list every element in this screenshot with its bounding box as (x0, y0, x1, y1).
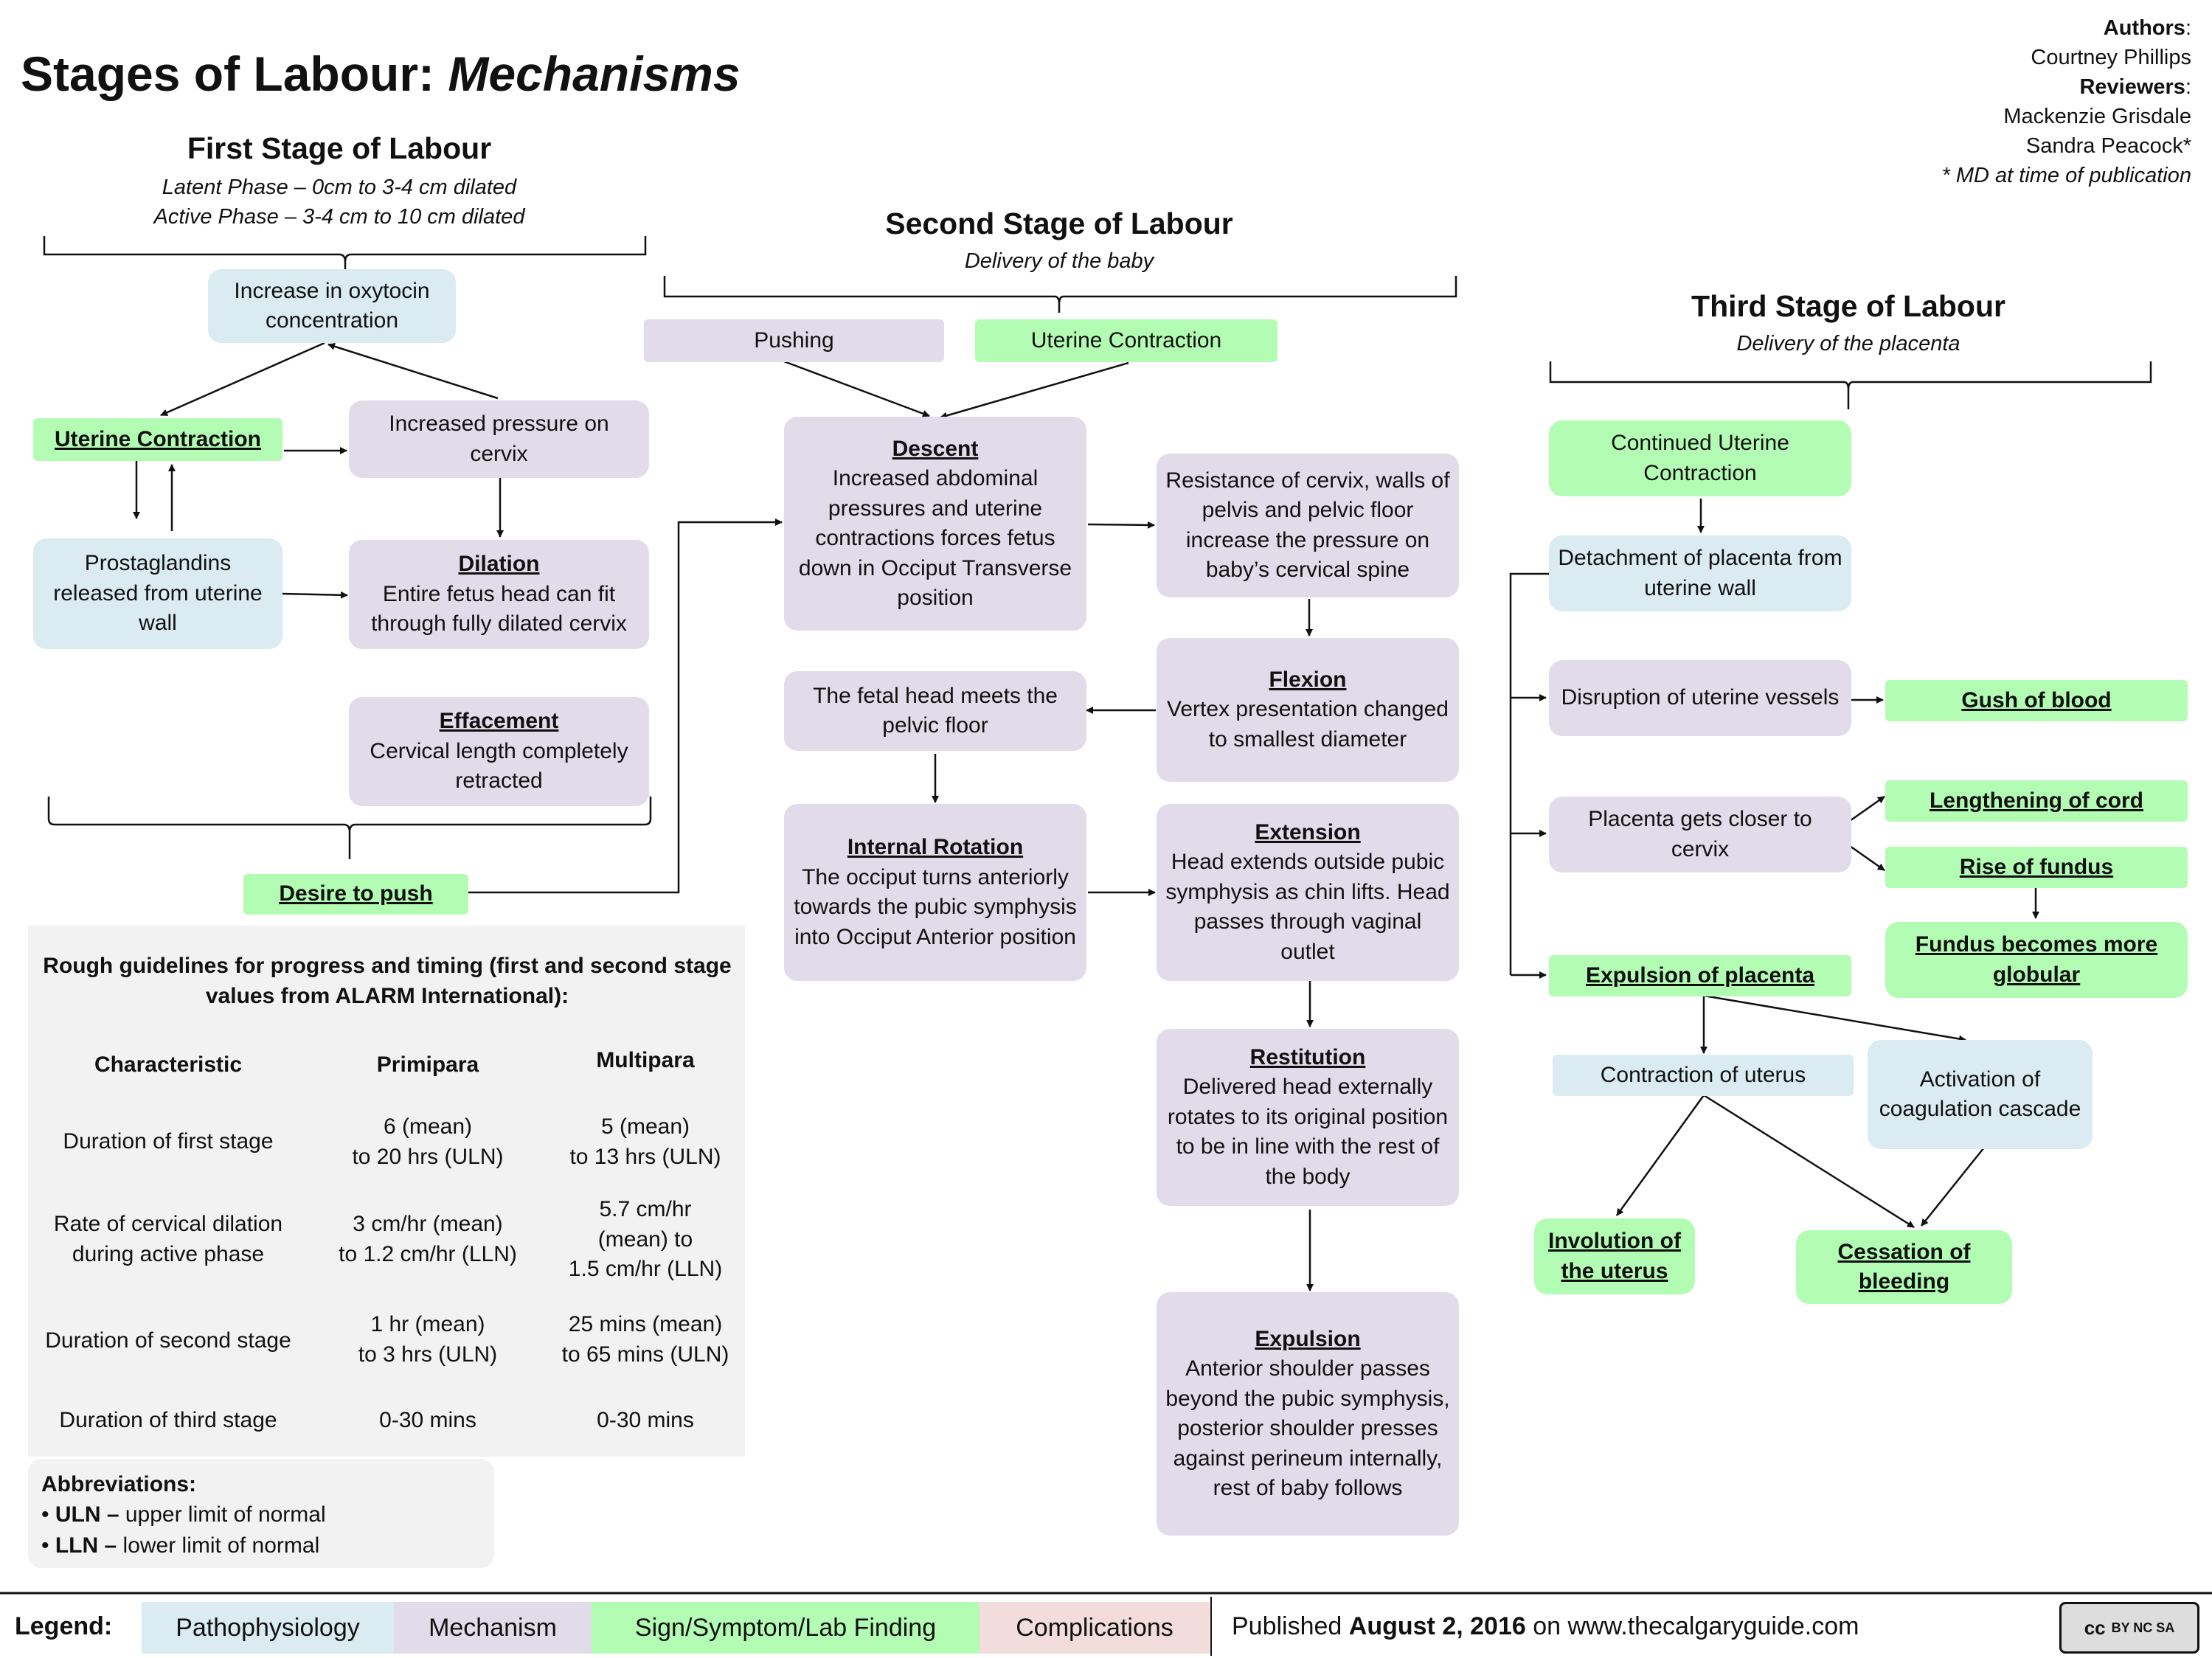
first-stage-title: First Stage of Labour (187, 131, 492, 165)
oxytocin-increase-node: Increase in oxytocin concentration (208, 269, 456, 343)
involution-of-uterus-node: Involution of the uterus (1534, 1218, 1695, 1294)
internal-rotation-node: Internal Rotation The occiput turns ante… (784, 804, 1086, 981)
timing-table (28, 926, 745, 1457)
table-cell: 0-30 mins (597, 1408, 694, 1432)
table-cell: 5 (mean) to 13 hrs (ULN) (569, 1114, 721, 1169)
legend-pathophysiology: Pathophysiology (142, 1602, 394, 1654)
pushing-node: Pushing (644, 319, 944, 362)
pelvic-floor-node: The fetal head meets the pelvic floor (784, 671, 1086, 751)
credits: Authors: Courtney Phillips Reviewers: Ma… (1942, 13, 2191, 190)
table-header-characteristic: Characteristic (94, 1052, 243, 1077)
prostaglandins-node: Prostaglandins released from uterine wal… (33, 538, 282, 649)
cessation-of-bleeding-node: Cessation of bleeding (1796, 1230, 2012, 1304)
credits-note: * MD at time of publication (1941, 164, 2191, 188)
legend-label: Legend: (15, 1612, 113, 1640)
descent-node: Descent Increased abdominal pressures an… (784, 417, 1086, 631)
authors-label: Authors (2103, 16, 2185, 40)
abbreviations-box: Abbreviations: • ULN – upper limit of no… (28, 1459, 494, 1568)
rise-of-fundus-node: Rise of fundus (1885, 847, 2188, 888)
coagulation-cascade-node: Activation of coagulation cascade (1868, 1040, 2093, 1149)
abbreviation-lln: • LLN – lower limit of normal (41, 1533, 320, 1558)
page-title: Stages of Labour: Mechanisms (21, 46, 741, 101)
table-cell: Duration of first stage (63, 1129, 274, 1154)
reviewer-name: Sandra Peacock* (2025, 134, 2191, 159)
uterine-contraction-node-2: Uterine Contraction (975, 319, 1277, 362)
lengthening-of-cord-node: Lengthening of cord (1885, 780, 2188, 822)
license-label: BY NC SA (2111, 1620, 2175, 1635)
table-cell: Duration of second stage (45, 1328, 291, 1353)
flexion-node: Flexion Vertex presentation changed to s… (1157, 638, 1459, 782)
expulsion-node: Expulsion Anterior shoulder passes beyon… (1157, 1292, 1459, 1536)
desire-to-push-node: Desire to push (243, 874, 468, 915)
table-cell: 25 mins (mean) to 65 mins (ULN) (561, 1312, 729, 1367)
table-cell: 1 hr (mean) to 3 hrs (ULN) (358, 1312, 498, 1367)
table-cell: 0-30 mins (379, 1408, 476, 1432)
table-cell: 6 (mean) to 20 hrs (ULN) (352, 1114, 504, 1169)
table-caption: Rough guidelines for progress and timing… (43, 954, 732, 1008)
uterine-contraction-node: Uterine Contraction (33, 418, 282, 461)
restitution-node: Restitution Delivered head externally ro… (1157, 1029, 1459, 1206)
fundus-globular-node: Fundus becomes more globular (1885, 922, 2188, 998)
table-header-multipara: Multipara (596, 1048, 695, 1072)
author-name: Courtney Phillips (2031, 46, 2191, 70)
legend-mechanism: Mechanism (394, 1602, 592, 1654)
reviewer-name: Mackenzie Grisdale (2003, 105, 2191, 129)
table-cell: Duration of third stage (59, 1408, 277, 1432)
table-cell: Rate of cervical dilation during active … (53, 1212, 283, 1266)
latent-phase: Latent Phase – 0cm to 3-4 cm dilated (162, 176, 517, 199)
continued-contraction-node: Continued Uterine Contraction (1549, 420, 1851, 496)
active-phase: Active Phase – 3-4 cm to 10 cm dilated (153, 205, 525, 229)
cervix-pressure-node: Increased pressure on cervix (349, 400, 649, 478)
creative-commons-icon: cc BY NC SA (2059, 1602, 2199, 1654)
extension-node: Extension Head extends outside pubic sym… (1157, 804, 1459, 981)
third-stage-subtitle: Delivery of the placenta (1736, 332, 1960, 355)
effacement-node: Effacement Cervical length completely re… (349, 697, 649, 806)
expulsion-of-placenta-node: Expulsion of placenta (1549, 955, 1851, 996)
table-cell: 3 cm/hr (mean) to 1.2 cm/hr (LLN) (339, 1212, 517, 1266)
uterus-contraction-node: Contraction of uterus (1553, 1055, 1854, 1096)
resistance-node: Resistance of cervix, walls of pelvis an… (1157, 454, 1459, 597)
table-header-primipara: Primipara (376, 1052, 479, 1077)
published-text: Published August 2, 2016 on www.thecalga… (1232, 1612, 1859, 1640)
vessel-disruption-node: Disruption of uterine vessels (1549, 660, 1851, 736)
third-stage-title: Third Stage of Labour (1691, 289, 2005, 323)
reviewers-label: Reviewers (2079, 75, 2185, 100)
second-stage-subtitle: Delivery of the baby (964, 249, 1154, 273)
placenta-detachment-node: Detachment of placenta from uterine wall (1549, 535, 1851, 611)
legend-sign-symptom: Sign/Symptom/Lab Finding (592, 1602, 980, 1654)
abbreviations-title: Abbreviations: (41, 1472, 197, 1496)
second-stage-title: Second Stage of Labour (885, 207, 1233, 240)
placenta-closer-node: Placenta gets closer to cervix (1549, 797, 1851, 873)
dilation-node: Dilation Entire fetus head can fit throu… (349, 540, 649, 649)
table-cell: 5.7 cm/hr (mean) to 1.5 cm/hr (LLN) (568, 1197, 723, 1281)
gush-of-blood-node: Gush of blood (1885, 680, 2188, 721)
legend-complications: Complications (980, 1602, 1210, 1654)
abbreviation-uln: • ULN – upper limit of normal (41, 1502, 326, 1527)
